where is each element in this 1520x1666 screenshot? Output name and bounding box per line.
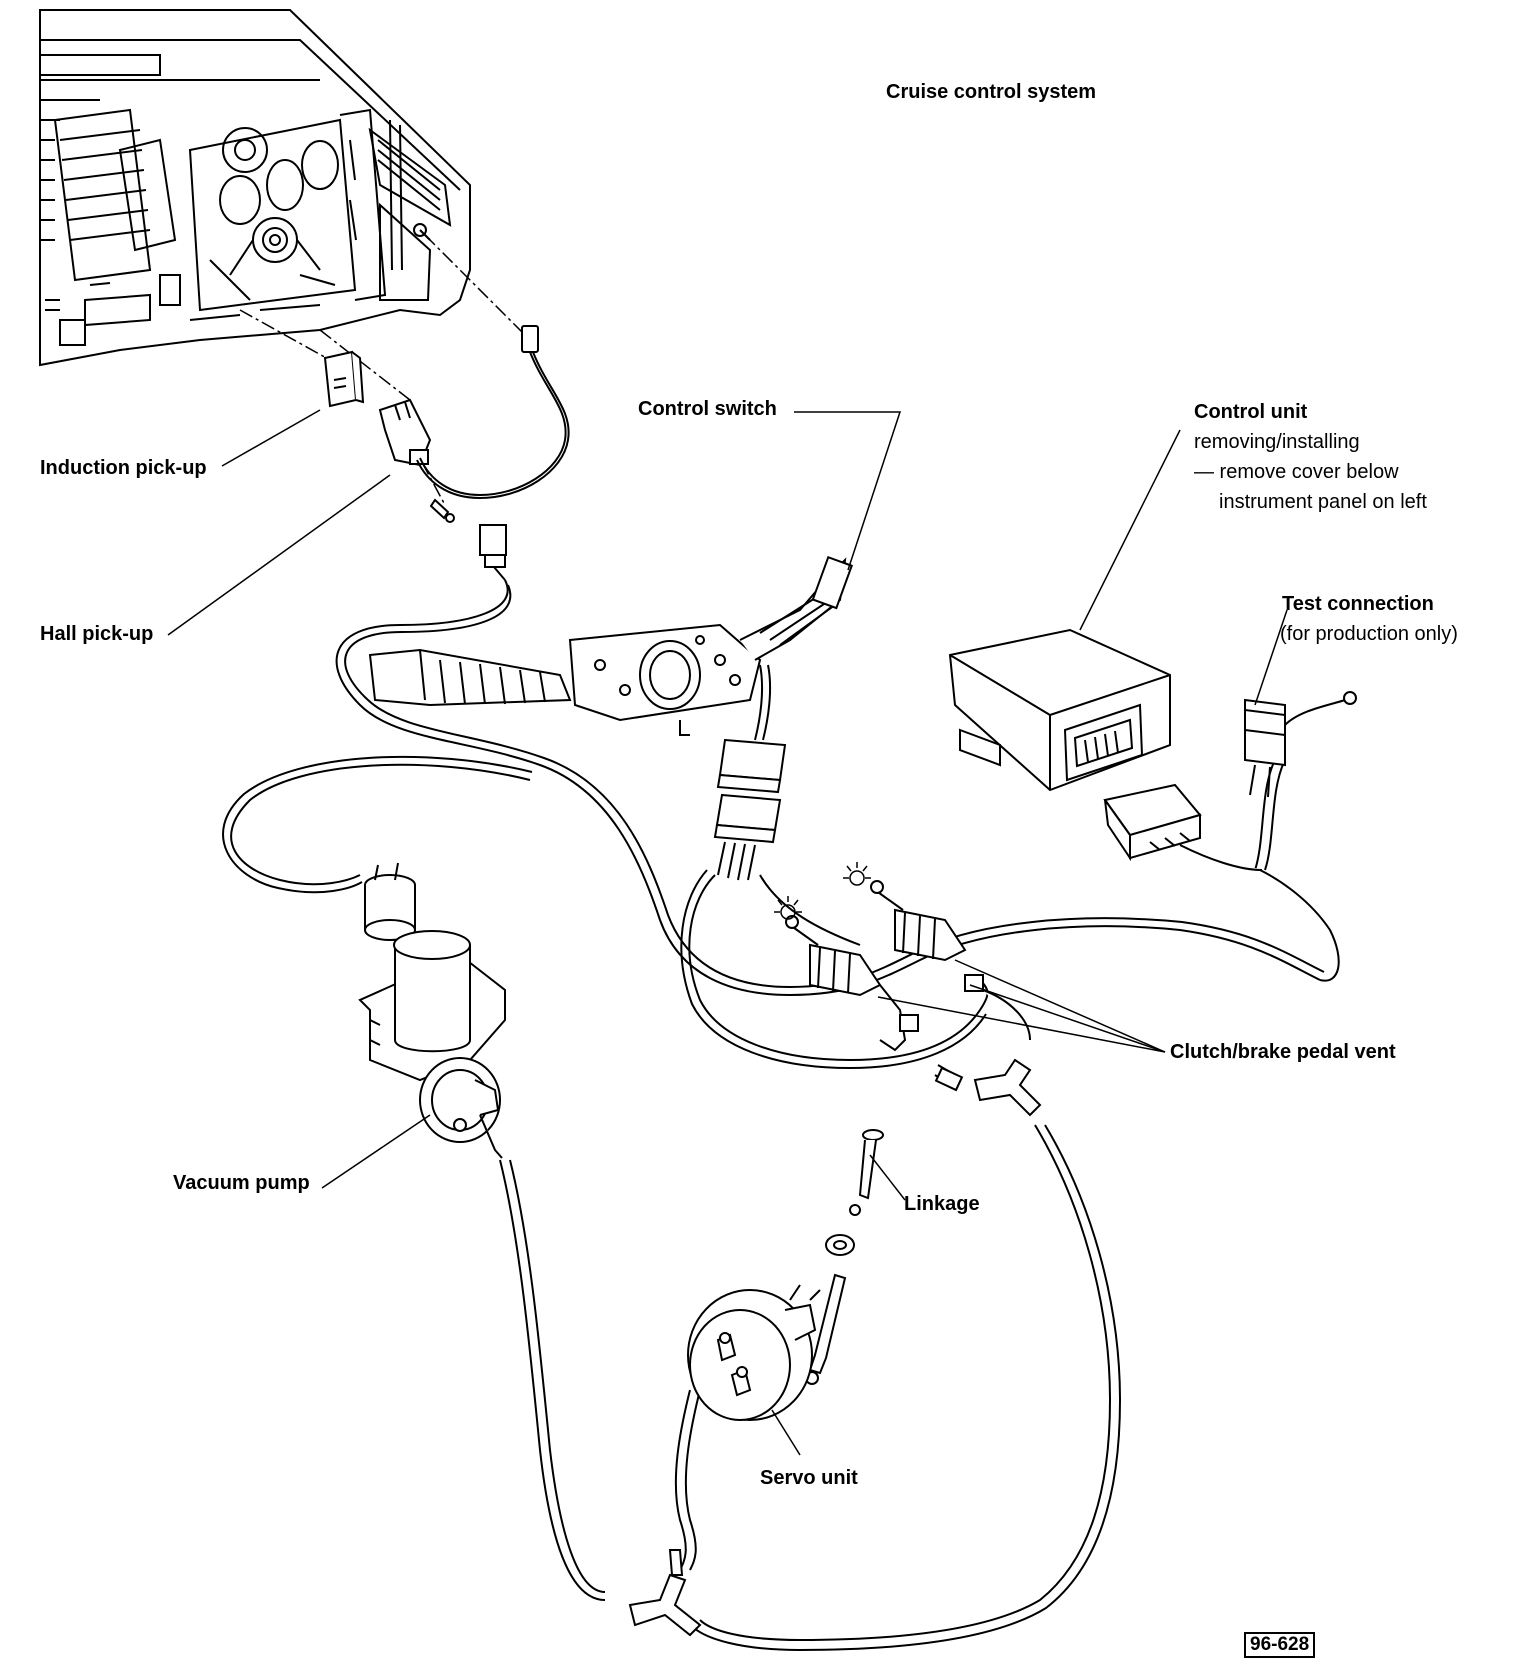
label-test-connection: Test connection bbox=[1282, 593, 1434, 615]
servo-unit-part bbox=[687, 1284, 821, 1421]
label-servo-unit: Servo unit bbox=[760, 1467, 858, 1489]
t-piece-lower bbox=[628, 1549, 702, 1637]
test-connection-part bbox=[1244, 698, 1286, 798]
instrument-cluster bbox=[39, 9, 471, 367]
diagram-title: Cruise control system bbox=[886, 81, 1097, 103]
label-control-switch: Control switch bbox=[638, 398, 777, 420]
label-linkage: Linkage bbox=[904, 1193, 980, 1215]
label-control-unit-line1: removing/installing bbox=[1194, 431, 1360, 453]
t-piece-upper bbox=[973, 1058, 1042, 1117]
pickup-screw bbox=[429, 498, 455, 523]
hall-pickup-part bbox=[378, 398, 432, 467]
linkage-part bbox=[805, 1129, 884, 1385]
control-unit-plug bbox=[1103, 783, 1263, 871]
leader-lines bbox=[167, 409, 1288, 1456]
figure-number: 96-628 bbox=[1244, 1632, 1316, 1658]
pedal-vent-brake bbox=[870, 880, 1031, 1041]
switch-connector-plugs bbox=[713, 738, 787, 881]
label-control-unit: Control unit bbox=[1194, 401, 1308, 423]
light-symbol-icon bbox=[774, 862, 871, 920]
vacuum-hoses bbox=[499, 1064, 1122, 1652]
label-hall-pickup: Hall pick-up bbox=[40, 623, 154, 645]
label-test-connection-note: (for production only) bbox=[1280, 623, 1458, 645]
label-control-unit-line3: instrument panel on left bbox=[1219, 491, 1427, 513]
pedal-vent-clutch bbox=[785, 915, 919, 1052]
label-vacuum-pump: Vacuum pump bbox=[173, 1172, 310, 1194]
label-clutch-brake-vent: Clutch/brake pedal vent bbox=[1170, 1041, 1396, 1063]
wiring-harness bbox=[222, 579, 1357, 1070]
speed-sensor-cable bbox=[416, 325, 570, 500]
label-control-unit-line2: — remove cover below bbox=[1194, 461, 1399, 483]
control-switch-part bbox=[368, 555, 854, 736]
induction-pickup-part bbox=[323, 350, 365, 408]
hall-connector bbox=[479, 524, 507, 581]
control-unit-part bbox=[948, 628, 1171, 792]
label-induction-pickup: Induction pick-up bbox=[40, 457, 207, 479]
vacuum-pump-part bbox=[358, 862, 506, 1159]
